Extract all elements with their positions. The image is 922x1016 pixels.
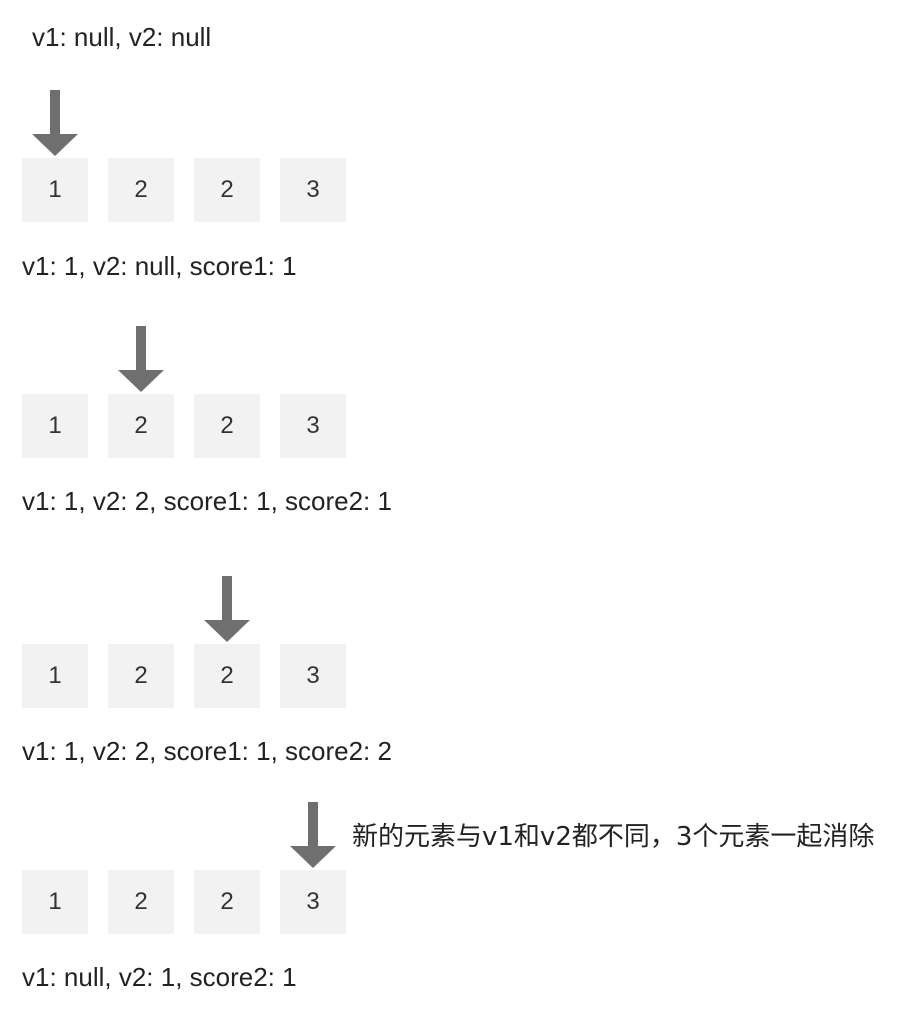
step-caption: v1: null, v2: 1, score2: 1	[22, 962, 297, 992]
array-cell: 2	[194, 644, 260, 708]
array-cell: 1	[22, 644, 88, 708]
array-cell: 1	[22, 870, 88, 934]
array-cell: 3	[280, 158, 346, 222]
array-cell: 3	[280, 394, 346, 458]
down-arrow-icon	[204, 576, 250, 642]
down-arrow-icon	[290, 802, 336, 868]
down-arrow-icon	[32, 90, 78, 156]
down-arrow-icon	[118, 326, 164, 392]
step-caption: v1: 1, v2: 2, score1: 1, score2: 1	[22, 486, 392, 516]
elimination-note: 新的元素与v1和v2都不同，3个元素一起消除	[352, 822, 875, 852]
array-cell: 1	[22, 158, 88, 222]
array-cell: 2	[108, 644, 174, 708]
step-caption: v1: 1, v2: null, score1: 1	[22, 251, 297, 281]
array-cell: 2	[194, 870, 260, 934]
array-cell: 2	[194, 394, 260, 458]
array-cell: 2	[194, 158, 260, 222]
array-cell: 1	[22, 394, 88, 458]
array-cell: 3	[280, 644, 346, 708]
initial-caption: v1: null, v2: null	[32, 22, 212, 52]
array-cell: 2	[108, 870, 174, 934]
array-cell: 3	[280, 870, 346, 934]
array-cell: 2	[108, 394, 174, 458]
step-caption: v1: 1, v2: 2, score1: 1, score2: 2	[22, 736, 392, 766]
array-cell: 2	[108, 158, 174, 222]
